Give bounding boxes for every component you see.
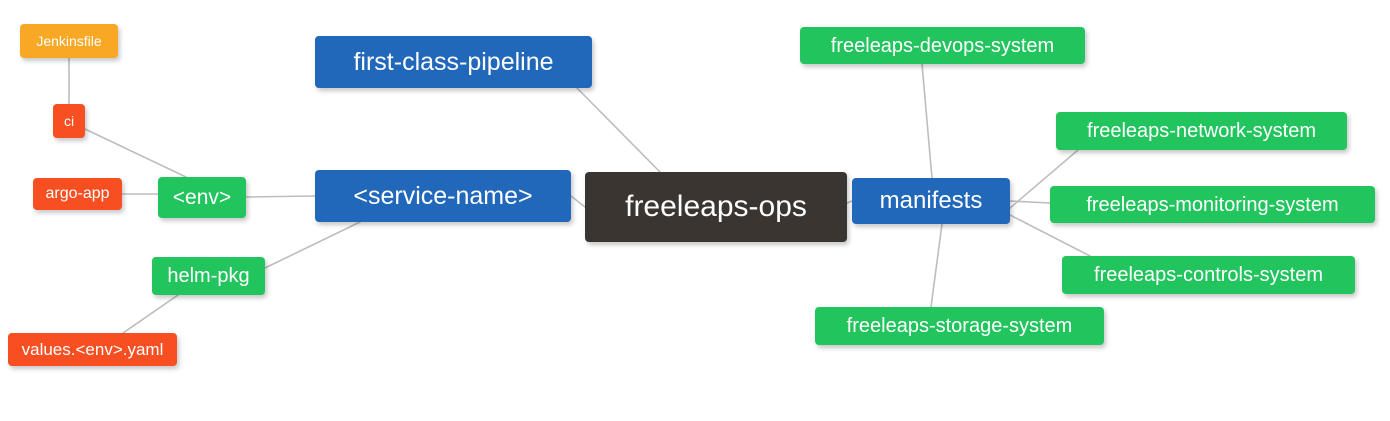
edge-manifests-to-freeleaps-monitoring-system [1009, 200, 1051, 204]
mindmap-node-ci[interactable]: ci [53, 104, 85, 138]
edge-helm-pkg-to-values-env-yaml [122, 294, 179, 334]
edge-service-name-to-env [245, 195, 316, 198]
mindmap-node-jenkinsfile[interactable]: Jenkinsfile [20, 24, 118, 58]
mindmap-node-freeleaps-network-system[interactable]: freeleaps-network-system [1056, 112, 1347, 150]
mindmap-node-first-class-pipeline[interactable]: first-class-pipeline [315, 36, 592, 88]
mindmap-node-service-name[interactable]: <service-name> [315, 170, 571, 222]
mindmap-node-label: freeleaps-devops-system [830, 34, 1055, 57]
mindmap-node-label: helm-pkg [167, 265, 250, 287]
edge-manifests-to-freeleaps-storage-system [930, 223, 943, 308]
mindmap-node-label: ci [63, 113, 75, 129]
mindmap-node-freeleaps-storage-system[interactable]: freeleaps-storage-system [815, 307, 1104, 345]
edge-service-name-to-helm-pkg [264, 221, 361, 269]
mindmap-node-argo-app[interactable]: argo-app [33, 178, 122, 210]
mindmap-node-manifests[interactable]: manifests [852, 178, 1010, 224]
mindmap-node-label: freeleaps-controls-system [1094, 264, 1323, 286]
mindmap-node-freeleaps-controls-system[interactable]: freeleaps-controls-system [1062, 256, 1355, 294]
edge-manifests-to-freeleaps-devops-system [921, 63, 933, 179]
edge-env-to-ci [84, 128, 187, 178]
mindmap-node-label: freeleaps-monitoring-system [1086, 193, 1339, 216]
mindmap-node-helm-pkg[interactable]: helm-pkg [152, 257, 265, 295]
mindmap-node-freeleaps-devops-system[interactable]: freeleaps-devops-system [800, 27, 1085, 64]
mindmap-node-freeleaps-monitoring-system[interactable]: freeleaps-monitoring-system [1050, 186, 1375, 223]
mindmap-node-label: manifests [879, 187, 983, 214]
mindmap-node-values-env-yaml[interactable]: values.<env>.yaml [8, 333, 177, 366]
mindmap-node-label: freeleaps-network-system [1087, 120, 1316, 142]
mindmap-node-label: <env> [172, 186, 232, 209]
mindmap-node-label: argo-app [45, 185, 110, 202]
mindmap-node-label: Jenkinsfile [36, 33, 102, 49]
mindmap-node-label: first-class-pipeline [353, 47, 554, 76]
mindmap-node-label: values.<env>.yaml [21, 340, 164, 359]
mindmap-node-freeleaps-ops[interactable]: freeleaps-ops [585, 172, 847, 242]
mindmap-node-label: <service-name> [353, 181, 533, 210]
mindmap-node-env[interactable]: <env> [158, 177, 246, 218]
mindmap-node-label: freeleaps-ops [625, 190, 807, 223]
edge-freeleaps-ops-to-first-class-pipeline [576, 87, 661, 173]
edge-freeleaps-ops-to-service-name [570, 195, 586, 208]
mindmap-node-label: freeleaps-storage-system [846, 315, 1073, 337]
